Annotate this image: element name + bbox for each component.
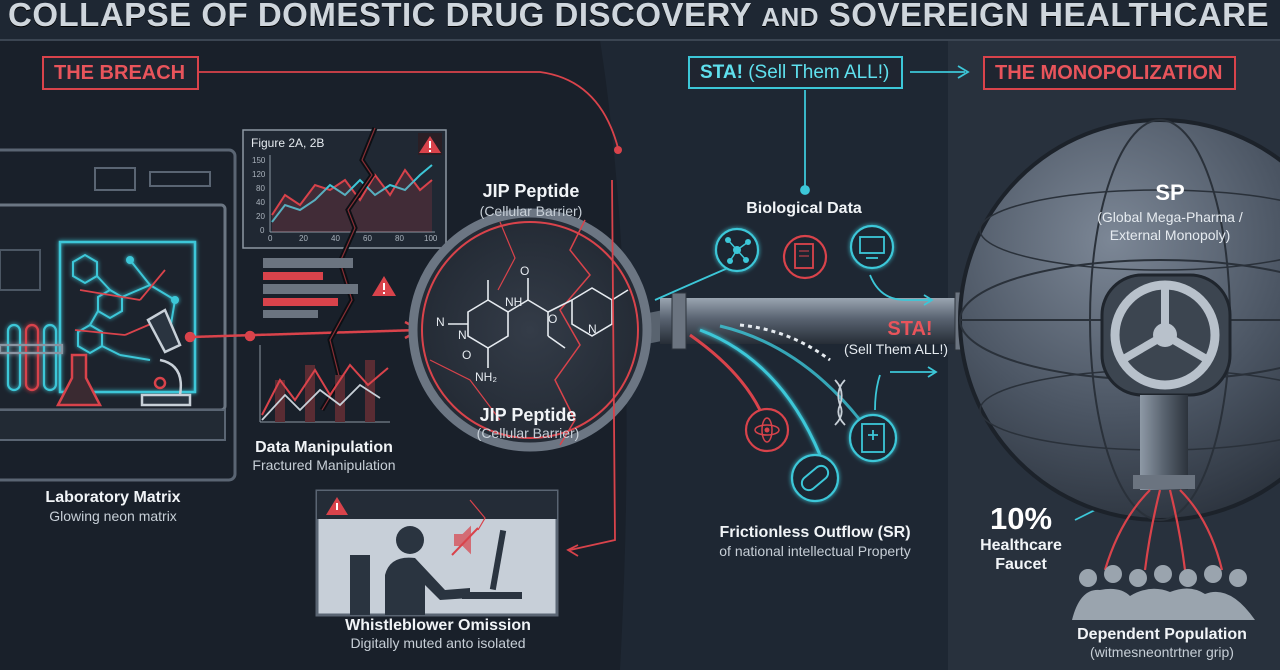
xtick: 60: [363, 234, 372, 243]
faucet-label-2: Faucet: [995, 556, 1047, 573]
atom-label: NH₂: [475, 370, 497, 384]
lab-sublabel: Glowing neon matrix: [49, 508, 177, 524]
whistleblower-label: Whistleblower Omission: [345, 617, 531, 634]
pipe-sta-label: STA!: [887, 318, 933, 340]
sp-label: SP: [1155, 180, 1185, 205]
data-manipulation-label: Data Manipulation: [255, 439, 393, 456]
faucet-flange: [1133, 475, 1195, 489]
xtick: 20: [299, 234, 308, 243]
population-label: Dependent Population: [1077, 626, 1247, 643]
document-icon: [782, 234, 828, 280]
breach-tag: THE BREACH: [42, 56, 200, 90]
warning-icon: [372, 276, 396, 296]
xtick: 100: [424, 234, 438, 243]
title-part2: SOVEREIGN HEALTHCARE: [828, 0, 1270, 33]
breach-tag-connector: [195, 71, 619, 149]
jip-top-sublabel: (Cellular Barrier): [479, 203, 583, 219]
sta-tag-bold: STA!: [700, 62, 743, 83]
jip-bottom-sublabel: (Cellular Barrier): [476, 425, 580, 441]
outflow-streams: [689, 323, 862, 456]
title-and: AND: [761, 2, 820, 32]
atom-label: N: [588, 322, 597, 336]
lab-label: Laboratory Matrix: [45, 489, 181, 506]
outflow-sublabel: of national intellectual Property: [719, 543, 911, 559]
molecule-network-icon: [72, 253, 179, 361]
faucet-label-1: Healthcare: [980, 537, 1062, 554]
whistle-connector: [569, 179, 616, 551]
flask-icon: [55, 353, 103, 407]
population-sublabel: (witmesneontrtner grip): [1090, 644, 1234, 660]
jip-top-label: JIP Peptide: [482, 181, 580, 201]
medical-record-icon: [848, 413, 898, 463]
manipulated-line-chart: [259, 345, 390, 423]
monitor-icon: [849, 224, 895, 270]
sp-sublabel-2: External Monopoly): [1109, 227, 1231, 243]
sp-sublabel-1: (Global Mega-Pharma /: [1097, 209, 1243, 225]
xtick: 80: [395, 234, 404, 243]
xtick: 0: [268, 234, 273, 243]
title-part1: COLLAPSE OF DOMESTIC DRUG DISCOVERY: [8, 0, 752, 33]
outflow-label: Frictionless Outflow (SR): [719, 524, 911, 541]
biological-data-label: Biological Data: [746, 200, 862, 217]
monopolization-tag: THE MONOPOLIZATION: [983, 56, 1237, 90]
atom-label: NH: [505, 295, 523, 309]
microscope-icon: [140, 308, 192, 407]
figure-label: Figure 2A, 2B: [251, 136, 325, 150]
ytick: 80: [256, 184, 265, 193]
data-manipulation-sublabel: Fractured Manipulation: [252, 457, 396, 473]
ytick: 20: [256, 212, 265, 221]
atom-label: O: [520, 264, 530, 278]
ytick: 0: [260, 226, 265, 235]
faucet-pipe: [1140, 395, 1188, 490]
faucet-flow-lines: [1103, 489, 1224, 571]
jip-bottom-label: JIP Peptide: [479, 405, 577, 425]
pill-icon: [790, 453, 840, 503]
page-title: COLLAPSE OF DOMESTIC DRUG DISCOVERY AND …: [8, 0, 1269, 34]
atom-icon: [744, 407, 790, 453]
faucet-percentage: 10%: [989, 501, 1053, 536]
mute-icon: [451, 525, 479, 556]
sta-tag: STA! (Sell Them ALL!): [688, 56, 904, 89]
valve-wheel-icon: [1100, 273, 1232, 397]
breach-tag-dot: [614, 146, 622, 154]
manipulated-bars: [263, 258, 358, 318]
sta-tag-rest: (Sell Them ALL!): [748, 62, 890, 83]
person-at-computer-icon: [350, 526, 522, 615]
crowd-icon: [1072, 565, 1255, 620]
atom-label: O: [548, 312, 558, 326]
ytick: 120: [252, 170, 266, 179]
dna-icon: [834, 379, 846, 426]
pipe-sta-sublabel: (Sell Them ALL!): [843, 341, 949, 357]
ytick: 150: [252, 156, 266, 165]
atom-label: N: [436, 315, 445, 329]
atom-label: N: [458, 328, 467, 342]
jip-molecule-structure: [448, 278, 629, 368]
warning-icon: [418, 133, 442, 155]
atom-label: O: [462, 348, 472, 362]
test-tubes-icon: [0, 323, 64, 392]
network-icon: [714, 227, 760, 273]
ytick: 40: [256, 198, 265, 207]
whistleblower-sublabel: Digitally muted anto isolated: [350, 635, 526, 651]
xtick: 40: [331, 234, 340, 243]
